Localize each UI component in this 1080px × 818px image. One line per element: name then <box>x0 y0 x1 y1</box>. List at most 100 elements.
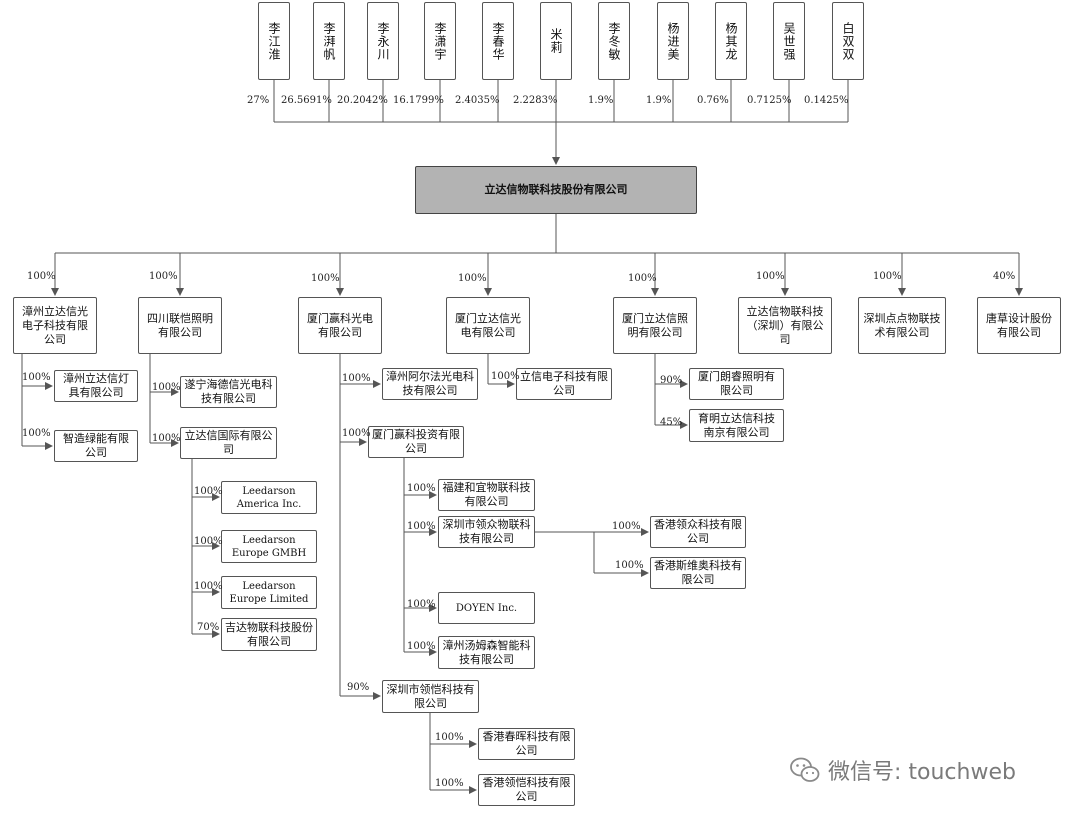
subsidiary-box: 厦门朗睿照明有限公司 <box>689 368 784 400</box>
subsidiary-box: 香港领众科技有限公司 <box>650 516 746 548</box>
subsidiary-box: 四川联恺照明有限公司 <box>138 297 222 354</box>
subsidiary-box: 唐草设计股份有限公司 <box>977 297 1061 354</box>
company-name: 深圳市领恺科技有限公司 <box>386 682 475 710</box>
subsidiary-box: 育明立达信科技南京有限公司 <box>689 409 784 442</box>
subsidiary-box: 吉达物联科技股份有限公司 <box>221 618 317 651</box>
subsidiary-pct: 100% <box>407 483 436 494</box>
subsidiary-box: 深圳点点物联技术有限公司 <box>858 297 946 354</box>
company-name: 立达信国际有限公司 <box>184 429 273 456</box>
company-name: 香港斯维奥科技有限公司 <box>654 559 742 586</box>
subsidiary-pct: 100% <box>458 273 487 284</box>
subsidiary-pct: 100% <box>435 778 464 789</box>
subsidiary-pct: 90% <box>660 375 683 386</box>
shareholder-name: 杨进美 <box>666 21 680 61</box>
shareholder-pct: 1.9% <box>646 95 672 106</box>
shareholder-name: 李永川 <box>376 21 390 61</box>
company-name: Leedarson Europe GMBH <box>231 534 307 559</box>
shareholder-pct: 27% <box>247 95 270 106</box>
company-name: 立信电子科技有限公司 <box>520 370 608 397</box>
shareholder-box: 李江淮 <box>258 2 290 80</box>
company-name: 育明立达信科技南京有限公司 <box>698 411 775 439</box>
subsidiary-box: 漳州阿尔法光电科技有限公司 <box>382 368 478 400</box>
company-name: 漳州立达信灯具有限公司 <box>63 372 129 399</box>
company-name: 厦门赢科投资有限公司 <box>372 428 460 455</box>
company-name: 四川联恺照明有限公司 <box>147 311 213 339</box>
subsidiary-pct: 70% <box>197 622 220 633</box>
subsidiary-pct: 100% <box>311 273 340 284</box>
company-name: 香港领众科技有限公司 <box>654 518 742 545</box>
shareholder-box: 吴世强 <box>773 2 805 80</box>
shareholder-pct: 2.2283% <box>513 95 558 106</box>
shareholder-box: 杨其龙 <box>715 2 747 80</box>
subsidiary-box: 智造绿能有限公司 <box>54 430 138 462</box>
subsidiary-box: 香港领恺科技有限公司 <box>478 774 575 806</box>
shareholder-pct: 2.4035% <box>455 95 500 106</box>
shareholder-name: 李春华 <box>491 21 505 61</box>
subsidiary-box: 厦门赢科光电有限公司 <box>298 297 382 354</box>
shareholder-name: 杨其龙 <box>724 21 738 61</box>
subsidiary-pct: 100% <box>194 536 223 547</box>
subsidiary-box: 深圳市领众物联科技有限公司 <box>438 516 535 548</box>
subsidiary-pct: 100% <box>22 372 51 383</box>
subsidiary-pct: 100% <box>407 521 436 532</box>
subsidiary-pct: 90% <box>347 682 370 693</box>
company-name: 香港春晖科技有限公司 <box>482 730 571 757</box>
company-name: 漳州立达信光电子科技有限公司 <box>22 304 88 346</box>
subsidiary-box: 遂宁海德信光电科技有限公司 <box>180 376 277 408</box>
subsidiary-box: 深圳市领恺科技有限公司 <box>382 680 479 713</box>
shareholder-name: 李江淮 <box>267 21 281 61</box>
shareholder-box: 李冬敏 <box>598 2 630 80</box>
subsidiary-box: 厦门立达信照明有限公司 <box>613 297 697 354</box>
subsidiary-pct: 100% <box>491 371 520 382</box>
subsidiary-pct: 100% <box>27 271 56 282</box>
company-name: 厦门立达信光电有限公司 <box>455 311 521 339</box>
subsidiary-box: 立达信国际有限公司 <box>180 427 277 459</box>
main-company-box: 立达信物联科技股份有限公司 <box>415 166 697 214</box>
subsidiary-pct: 100% <box>194 581 223 592</box>
shareholder-pct: 26.5691% <box>281 95 332 106</box>
company-name: 深圳点点物联技术有限公司 <box>863 311 941 339</box>
company-name: 厦门立达信照明有限公司 <box>622 311 688 339</box>
company-name: 福建和宜物联科技有限公司 <box>442 481 531 508</box>
company-name: 漳州汤姆森智能科技有限公司 <box>442 638 531 666</box>
shareholder-box: 李春华 <box>482 2 514 80</box>
watermark: 微信号: touchweb <box>790 754 1016 786</box>
subsidiary-box: 福建和宜物联科技有限公司 <box>438 479 535 511</box>
subsidiary-box: 香港斯维奥科技有限公司 <box>650 557 746 589</box>
subsidiary-pct: 100% <box>152 433 181 444</box>
shareholder-name: 吴世强 <box>782 21 796 61</box>
shareholder-name: 李冬敏 <box>607 21 621 61</box>
company-name: DOYEN Inc. <box>455 602 518 614</box>
main-company-name: 立达信物联科技股份有限公司 <box>484 183 628 196</box>
shareholder-pct: 0.7125% <box>747 95 792 106</box>
company-name: 立达信物联科技（深圳）有限公司 <box>746 304 824 346</box>
watermark-text: 微信号: touchweb <box>828 760 1016 785</box>
subsidiary-pct: 100% <box>407 599 436 610</box>
subsidiary-pct: 100% <box>149 271 178 282</box>
company-name: 深圳市领众物联科技有限公司 <box>442 518 531 545</box>
company-name: 香港领恺科技有限公司 <box>482 776 571 803</box>
shareholder-pct: 0.76% <box>697 95 729 106</box>
shareholder-name: 白双双 <box>841 21 855 61</box>
shareholder-pct: 20.2042% <box>337 95 388 106</box>
subsidiary-box: Leedarson America Inc. <box>221 481 317 514</box>
company-name: 遂宁海德信光电科技有限公司 <box>184 378 273 405</box>
subsidiary-box: 漳州立达信灯具有限公司 <box>54 370 138 402</box>
shareholder-pct: 1.9% <box>588 95 614 106</box>
subsidiary-pct: 100% <box>342 373 371 384</box>
subsidiary-pct: 100% <box>612 521 641 532</box>
company-name: Leedarson America Inc. <box>236 485 302 510</box>
subsidiary-box: 立达信物联科技（深圳）有限公司 <box>738 297 832 354</box>
company-name: 厦门赢科光电有限公司 <box>307 311 373 339</box>
subsidiary-box: 香港春晖科技有限公司 <box>478 728 575 760</box>
wechat-icon <box>790 757 820 782</box>
shareholder-pct: 16.1799% <box>393 95 444 106</box>
company-name: 智造绿能有限公司 <box>63 432 129 459</box>
subsidiary-pct: 100% <box>407 641 436 652</box>
subsidiary-box: DOYEN Inc. <box>438 592 535 624</box>
shareholder-name: 李潇宇 <box>433 21 447 61</box>
subsidiary-box: 厦门立达信光电有限公司 <box>446 297 530 354</box>
subsidiary-pct: 100% <box>152 382 181 393</box>
company-name: Leedarson Europe Limited <box>229 580 309 605</box>
